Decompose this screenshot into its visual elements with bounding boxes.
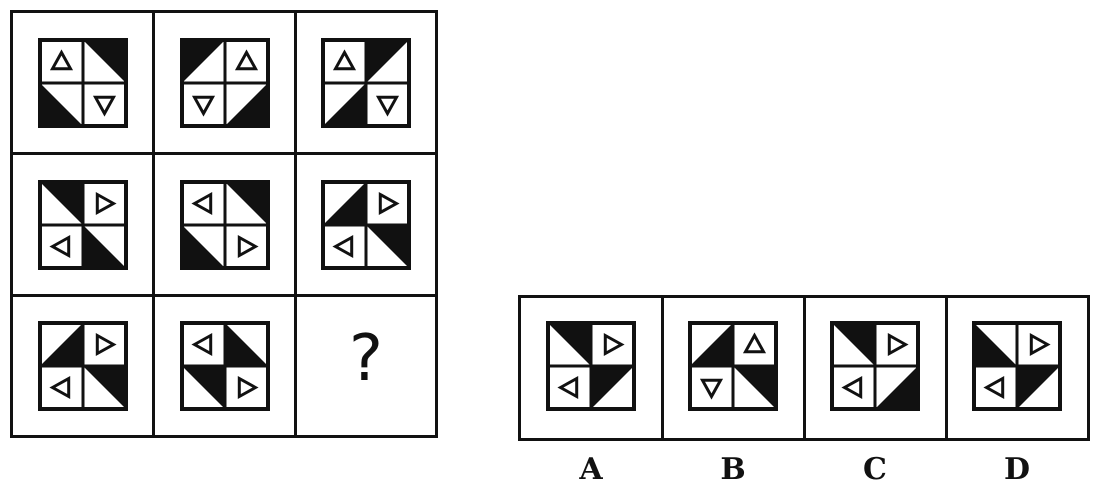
triangle-left-icon — [190, 191, 212, 215]
triangle-left-icon — [48, 375, 70, 400]
triangle-right-icon — [95, 332, 117, 357]
black-half-tr — [39, 181, 83, 225]
triangle-left-icon — [48, 234, 70, 258]
triangle-right-icon — [887, 332, 909, 357]
grid-cell-2-1 — [13, 155, 155, 297]
black-half-tl — [1017, 366, 1060, 409]
option-label: D — [1003, 452, 1030, 487]
black-half-tr — [181, 366, 225, 409]
question-mark: ? — [349, 322, 383, 396]
triangle-right-icon — [1029, 332, 1051, 357]
triangle-right-icon — [603, 332, 625, 357]
black-half-bl — [82, 224, 126, 268]
option-figure — [830, 321, 920, 411]
black-half-tr — [82, 39, 126, 83]
figure-tile — [321, 37, 411, 128]
black-half-br — [224, 82, 268, 126]
black-half-tl — [366, 39, 409, 83]
triangle-right-icon — [378, 191, 400, 215]
grid-cell-1-3 — [297, 13, 435, 155]
triangle-left-icon — [841, 375, 863, 400]
black-half-tr — [224, 181, 268, 225]
black-half-br — [323, 82, 366, 126]
puzzle-grid: ? — [10, 10, 438, 438]
figure-tile — [37, 179, 128, 270]
figure-tile — [37, 37, 128, 128]
black-half-tl — [591, 366, 634, 409]
triangle-left-icon — [332, 234, 354, 258]
triangle-up-icon — [49, 48, 73, 70]
figure-tile — [37, 321, 128, 411]
option-figure — [972, 321, 1062, 411]
black-half-br — [323, 181, 366, 225]
triangle-down-icon — [92, 95, 116, 117]
figure-tile — [179, 321, 270, 411]
triangle-left-icon — [983, 375, 1005, 400]
grid-cell-1-2 — [155, 13, 297, 155]
triangle-down-icon — [699, 378, 724, 400]
triangle-up-icon — [234, 48, 258, 70]
figure-tile — [179, 179, 270, 270]
option-A[interactable] — [521, 298, 664, 438]
black-half-bl — [224, 323, 268, 366]
black-half-br — [690, 323, 733, 366]
black-half-bl — [181, 224, 225, 268]
option-C[interactable] — [805, 298, 948, 438]
grid-cell-3-3: ? — [297, 297, 435, 435]
grid-cell-3-2 — [155, 297, 297, 435]
black-half-bl — [39, 82, 83, 126]
grid-cell-1-1 — [13, 13, 155, 155]
options-row — [518, 295, 1090, 441]
triangle-right-icon — [95, 191, 117, 215]
black-half-tl — [181, 39, 225, 83]
option-B[interactable] — [663, 298, 806, 438]
black-half-br — [39, 323, 83, 366]
black-half-tr — [832, 323, 875, 366]
grid-cell-2-2 — [155, 155, 297, 297]
option-label: A — [579, 452, 603, 487]
black-half-tr — [548, 323, 591, 366]
grid-cell-3-1 — [13, 297, 155, 435]
grid-cell-2-3 — [297, 155, 435, 297]
option-label: C — [863, 452, 887, 487]
black-half-tr — [733, 366, 776, 409]
figure-tile — [321, 179, 411, 270]
triangle-left-icon — [190, 332, 212, 357]
option-figure — [688, 321, 778, 411]
black-half-tr — [366, 224, 409, 268]
triangle-right-icon — [237, 234, 259, 258]
triangle-down-icon — [375, 95, 400, 117]
black-half-bl — [974, 323, 1017, 366]
triangle-right-icon — [237, 375, 259, 400]
triangle-left-icon — [557, 375, 579, 400]
figure-tile — [179, 37, 270, 128]
option-label: B — [720, 452, 746, 487]
triangle-up-icon — [742, 332, 767, 354]
black-half-br — [875, 366, 918, 409]
option-figure — [546, 321, 636, 411]
triangle-down-icon — [191, 95, 215, 117]
black-half-tr — [82, 366, 126, 409]
triangle-up-icon — [332, 48, 357, 70]
option-D[interactable] — [947, 298, 1087, 438]
